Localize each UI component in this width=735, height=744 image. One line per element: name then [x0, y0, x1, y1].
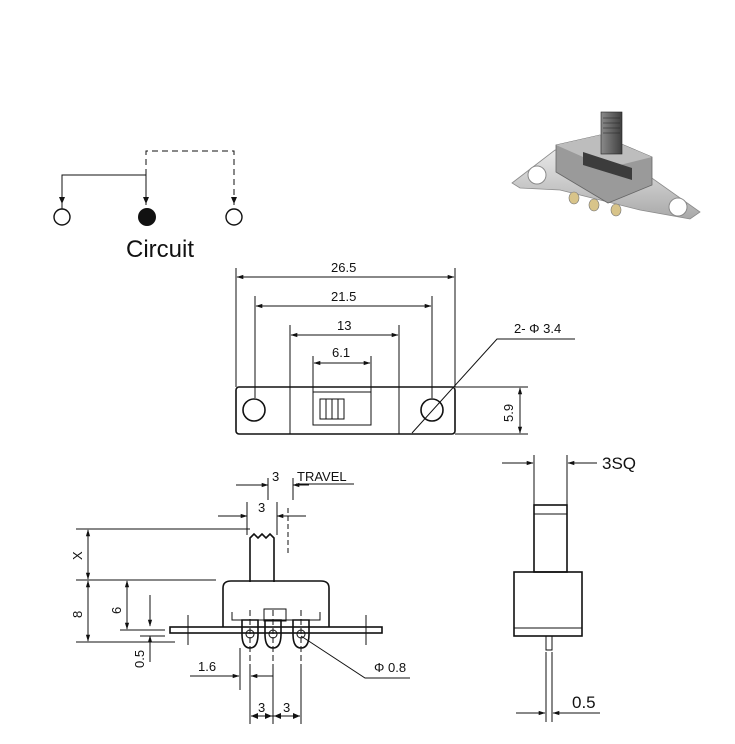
top-view-slot: [312, 391, 372, 426]
photo-hole-left: [527, 165, 547, 185]
photo-actuator-grip: [603, 117, 620, 134]
circuit-arrow-left: [59, 197, 65, 204]
dim-pin-offset-label: 1.6: [198, 659, 216, 674]
dim-3sq-label: 3SQ: [602, 454, 636, 473]
dim-8-label: 8: [70, 611, 85, 618]
circuit-symbol: Circuit: [53, 150, 243, 263]
top-view-outline: [235, 386, 456, 435]
circuit-terminal-left: [53, 208, 71, 226]
dim-overall-label: 26.5: [331, 260, 356, 275]
dim-height-label: 5.9: [501, 404, 516, 422]
pin-dia-leader: [300, 635, 410, 679]
side-view-pins: [241, 619, 310, 649]
dim-travel-label: TRAVEL: [297, 469, 347, 484]
side-view-base-inner: [231, 612, 321, 621]
side-view-body-legs: [222, 612, 330, 627]
dim-thickness-label: 0.5: [132, 650, 147, 668]
circuit-arrow-right: [231, 197, 237, 204]
circuit-label: Circuit: [126, 236, 194, 263]
dim-x-label: X: [70, 551, 85, 560]
circuit-alt-connection-dashed: [145, 150, 235, 205]
photo-hole-right: [668, 197, 688, 217]
dim-pitch-right-label: 3: [283, 700, 290, 715]
side-view-body: [222, 580, 330, 612]
dim-pitch-arrows: [251, 713, 300, 719]
side-view: 3 TRAVEL 3: [70, 469, 410, 724]
dim-actuator-width-label: 3: [258, 500, 265, 515]
top-view-hole-left: [242, 398, 266, 422]
dim-hole-spacing-label: 21.5: [331, 289, 356, 304]
end-view-pin: [545, 635, 553, 651]
hole-callout-label: 2- Φ 3.4: [514, 321, 561, 336]
circuit-terminal-common: [138, 208, 156, 226]
end-view: 3SQ 0.5: [502, 454, 636, 722]
product-photo: [511, 111, 701, 220]
pin-dia-label: Φ 0.8: [374, 660, 406, 675]
circuit-terminal-right: [225, 208, 243, 226]
photo-slot: [583, 152, 632, 180]
end-view-body: [513, 571, 583, 637]
side-view-actuator: [249, 532, 275, 582]
circuit-connection-line: [61, 174, 147, 210]
side-view-bracket: [169, 626, 383, 634]
end-view-actuator: [533, 504, 568, 573]
side-view-pin-centerlines: [249, 610, 302, 668]
top-view-actuator-ribs: [325, 399, 339, 419]
dim-slot-label: 6.1: [332, 345, 350, 360]
dim-travel-value: 3: [272, 469, 279, 484]
dim-body-label: 13: [337, 318, 351, 333]
hole-callout-leader: [411, 338, 575, 434]
dim-pin-thickness-label: 0.5: [572, 693, 596, 712]
circuit-arrow-center: [143, 197, 149, 204]
top-view: 26.5 21.5 13 6.1 5.9 2- Φ 3.4: [235, 260, 575, 435]
dim-pitch-left-label: 3: [258, 700, 265, 715]
photo-pins: [568, 191, 622, 217]
side-view-contact: [263, 608, 287, 622]
dim-6-label: 6: [109, 607, 124, 614]
top-view-hole-right: [420, 398, 444, 422]
